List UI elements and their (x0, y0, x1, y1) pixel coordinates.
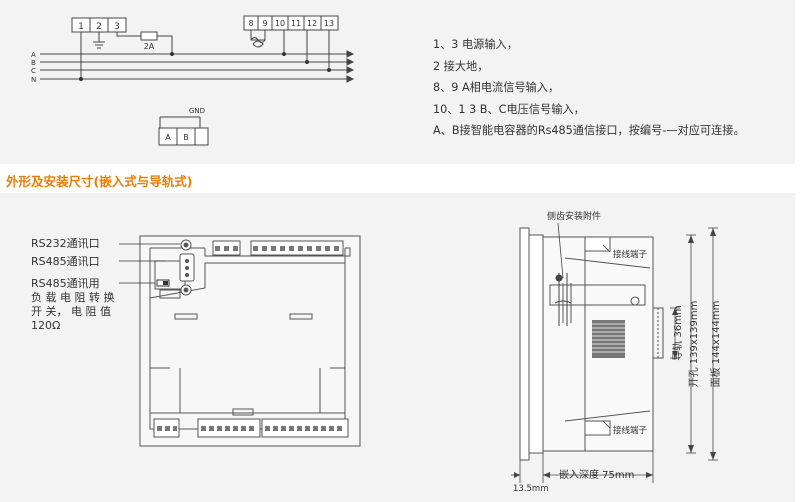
rs485-terminal-block (158, 116, 209, 146)
offset-dim-label: 13.5mm (513, 484, 549, 494)
top-terminal-strip (212, 240, 344, 256)
termination-switch-icon (156, 279, 170, 287)
depth-dim-label: 嵌入深度 75mm (559, 468, 634, 481)
wiring-panel: 1 2 3 2A A B C N (0, 0, 795, 164)
right-terminal-8: 8 (248, 19, 253, 28)
wiring-legend: 1、3 电源输入， 2 接大地， 8、9 A相电流信号输入， 10、1 3 B、… (433, 34, 745, 142)
side-view-drawing: 导轨 36mm 开孔 139x139mm 面板 144x144mm 侧齿安装附件… (511, 210, 722, 494)
top-terminal-label: 接线端子 (613, 249, 648, 260)
rs485-terminal-a: A (165, 133, 171, 142)
legend-line: 8、9 A相电流信号输入， (433, 81, 560, 94)
switch-label-1: RS485通讯用 (31, 277, 100, 290)
wiring-diagram: 1 2 3 2A A B C N (31, 15, 355, 146)
panel-dim-label: 面板 144x144mm (709, 301, 722, 388)
right-terminal-block (243, 15, 339, 31)
din-rail-icon (630, 296, 664, 359)
bottom-terminal-strip (153, 418, 349, 438)
switch-label-2: 负 载 电 阻 转 换 (31, 291, 115, 304)
gnd-label: GND (189, 107, 205, 115)
legend-line: A、B接智能电容器的Rs485通信接口，按编号-—对应可连接。 (433, 124, 745, 137)
line-label-n: N (31, 76, 36, 84)
rs232-label: RS232通讯口 (31, 237, 100, 250)
right-terminal-10: 10 (275, 19, 285, 28)
rs232-connector-icon (179, 239, 195, 296)
right-terminal-11: 11 (291, 19, 301, 28)
right-terminal-9: 9 (262, 19, 267, 28)
left-terminal-3: 3 (114, 22, 120, 32)
rs485-label: RS485通讯口 (31, 255, 100, 268)
right-terminal-13: 13 (324, 19, 334, 28)
switch-label-3: 开 关， 电 阻 值 (31, 305, 111, 318)
left-terminal-1: 1 (78, 22, 84, 32)
cutout-dim-label: 开孔 139x139mm (688, 301, 700, 388)
bus-lines (40, 50, 355, 83)
legend-line: 2 接大地， (433, 59, 489, 73)
left-terminal-2: 2 (96, 22, 102, 32)
front-view-drawing (119, 235, 361, 447)
line-label-c: C (31, 67, 36, 75)
legend-line: 10、1 3 B、C电压信号输入， (433, 102, 585, 116)
section-title: 外形及安装尺寸(嵌入式与导轨式) (6, 174, 193, 189)
current-transformer-icon (252, 40, 264, 48)
dimensions-panel: RS232通讯口 RS485通讯口 RS485通讯用 负 载 电 阻 转 换 开… (0, 193, 795, 502)
bottom-terminal-label: 接线端子 (613, 425, 648, 436)
left-terminal-block (71, 17, 127, 33)
line-label-b: B (31, 59, 36, 67)
fuse-label: 2A (144, 42, 155, 51)
legend-line: 1、3 电源输入， (433, 38, 518, 51)
side-bracket-icon (554, 273, 572, 326)
line-label-a: A (31, 51, 36, 59)
rail-dim-label: 导轨 36mm (671, 305, 684, 360)
rs485-terminal-b: B (183, 133, 189, 142)
right-terminal-12: 12 (307, 19, 317, 28)
vent-grille-icon (592, 320, 625, 358)
side-mount-label: 侧齿安装附件 (547, 210, 601, 222)
switch-label-4: 120Ω (31, 319, 61, 332)
